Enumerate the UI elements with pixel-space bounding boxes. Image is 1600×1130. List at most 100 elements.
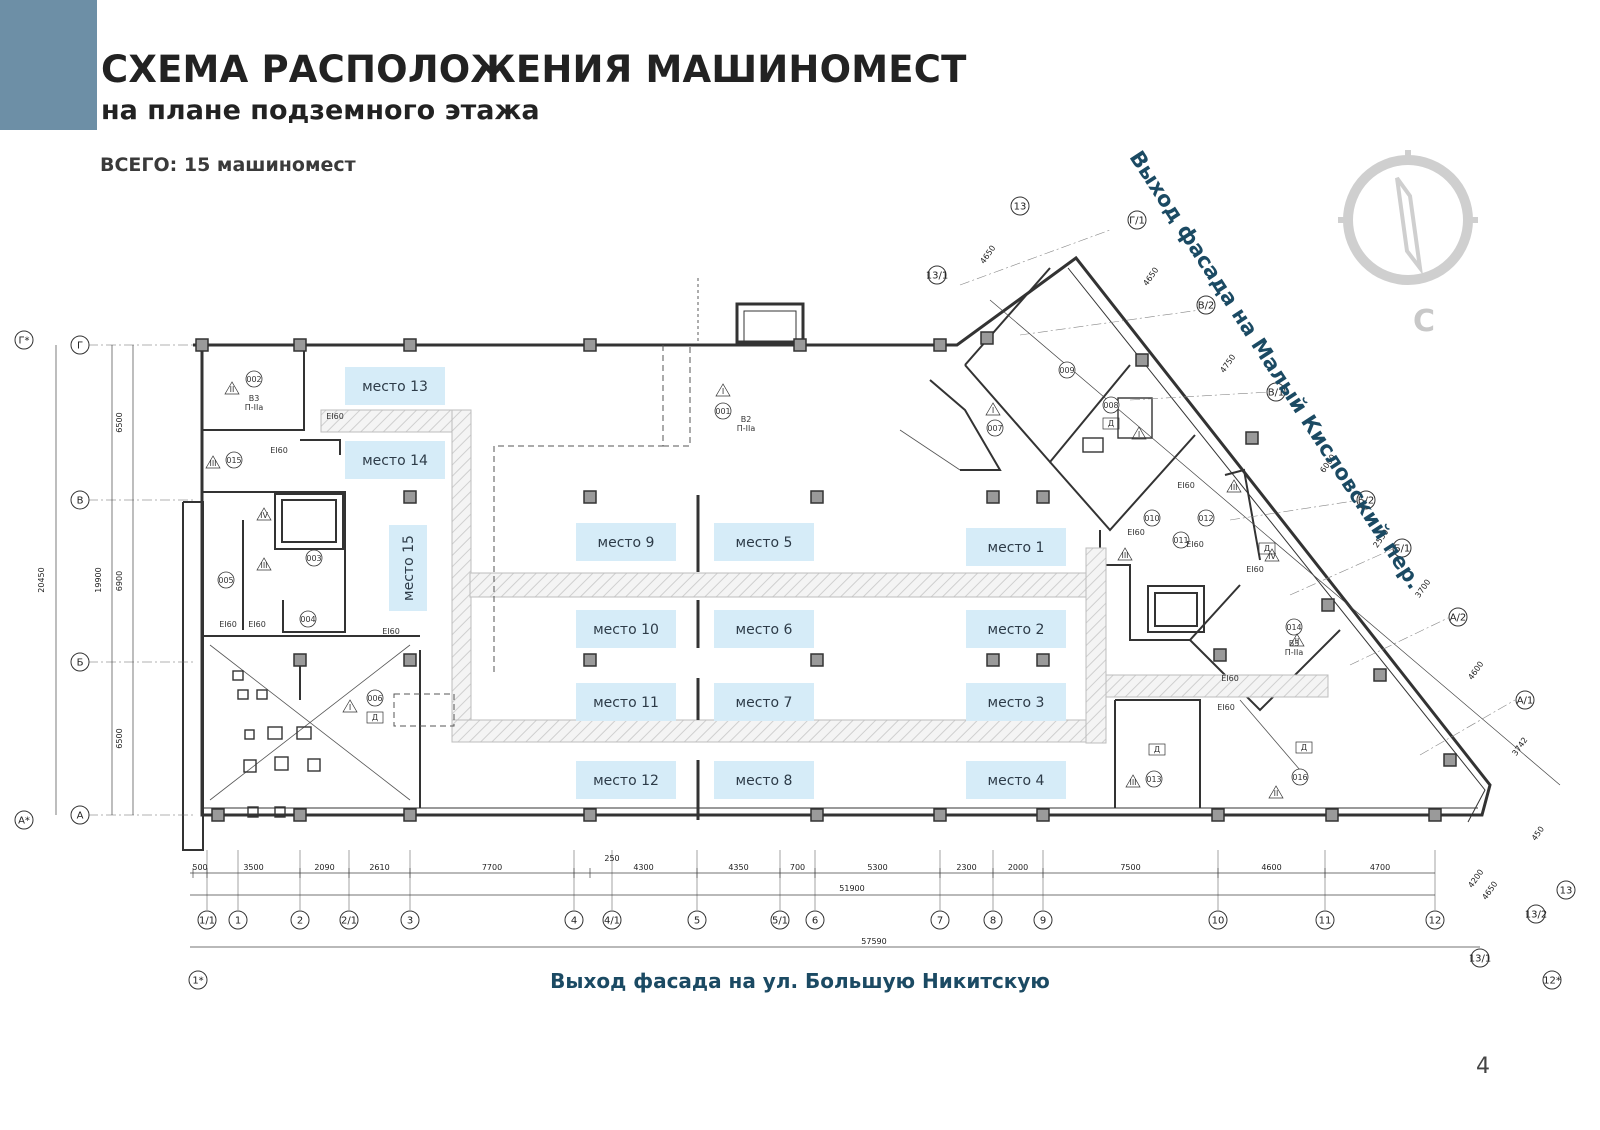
fire-rating-mark: EI60 <box>326 412 344 421</box>
category-d-mark: Д <box>1154 745 1160 754</box>
svg-text:007: 007 <box>987 424 1002 433</box>
category-mark: П-IIа <box>1285 648 1304 657</box>
axis-bubble-А: А <box>70 805 90 825</box>
svg-text:Б: Б <box>77 658 84 669</box>
fire-rating-mark: EI60 <box>1217 703 1235 712</box>
column <box>986 653 1000 667</box>
svg-text:А: А <box>77 811 84 822</box>
column <box>583 808 597 822</box>
svg-text:2610: 2610 <box>369 863 389 872</box>
category-mark: В3 <box>249 394 260 403</box>
column <box>1428 808 1442 822</box>
axis-bubble-5: 5 <box>687 910 707 930</box>
column <box>195 338 209 352</box>
svg-text:003: 003 <box>306 554 321 563</box>
svg-text:9: 9 <box>1040 916 1046 927</box>
parking-spot-7[interactable]: место 12 <box>576 761 676 799</box>
axis-bubble-12: 12 <box>1425 910 1445 930</box>
parking-spot-1[interactable]: место 13 <box>345 367 445 405</box>
column <box>1036 808 1050 822</box>
roman-mark: I <box>1138 430 1140 439</box>
roman-mark: III <box>1230 483 1237 492</box>
room-marks: 0020150050030040060010090080070100110120… <box>205 361 1313 799</box>
roman-mark: I <box>992 406 994 415</box>
column <box>933 338 947 352</box>
parking-spot-15[interactable]: место 4 <box>966 761 1066 799</box>
page-number: 4 <box>1476 1054 1490 1079</box>
svg-text:А*: А* <box>18 816 30 827</box>
column <box>1325 808 1339 822</box>
svg-text:6900: 6900 <box>115 571 124 591</box>
svg-text:3500: 3500 <box>243 863 263 872</box>
parking-spot-6[interactable]: место 11 <box>576 683 676 721</box>
svg-text:4300: 4300 <box>633 863 653 872</box>
svg-text:004: 004 <box>300 615 315 624</box>
parking-spot-5[interactable]: место 10 <box>576 610 676 648</box>
column <box>793 338 807 352</box>
roman-mark: II <box>1274 789 1279 798</box>
parking-spot-label: место 9 <box>598 535 655 551</box>
svg-text:8: 8 <box>990 916 996 927</box>
roman-mark: IV <box>260 511 268 520</box>
axis-bubble-6: 6 <box>805 910 825 930</box>
parking-spot-13[interactable]: место 2 <box>966 610 1066 648</box>
axis-bubble-top-5: Б/2 <box>1356 490 1376 510</box>
axis-bubble-5/1: 5/1 <box>770 910 790 930</box>
room-006: 006 <box>366 689 384 707</box>
parking-spot-label: место 10 <box>593 622 659 638</box>
svg-text:12*: 12* <box>1543 976 1561 987</box>
parking-spot-12[interactable]: место 1 <box>966 528 1066 566</box>
category-mark: В3 <box>1289 639 1300 648</box>
fire-rating-mark: EI60 <box>248 620 266 629</box>
room-012: 012 <box>1197 509 1215 527</box>
parking-spot-label: место 15 <box>401 535 417 601</box>
building-outline <box>182 255 1492 851</box>
roman-mark: III <box>209 459 216 468</box>
parking-spot-11[interactable]: место 8 <box>714 761 814 799</box>
svg-text:450: 450 <box>1530 825 1546 843</box>
svg-text:4700: 4700 <box>1370 863 1390 872</box>
axis-bubble-9: 9 <box>1033 910 1053 930</box>
svg-text:В/1: В/1 <box>1268 388 1285 399</box>
svg-text:6: 6 <box>812 916 818 927</box>
roman-mark: I <box>349 703 351 712</box>
column <box>1321 598 1335 612</box>
parking-spot-3[interactable]: место 15 <box>389 525 427 611</box>
svg-text:5: 5 <box>694 916 700 927</box>
roman-mark: I <box>722 387 724 396</box>
column <box>933 808 947 822</box>
column <box>810 490 824 504</box>
column <box>1036 653 1050 667</box>
category-mark: П-IIа <box>737 424 756 433</box>
svg-text:19900: 19900 <box>94 567 103 592</box>
accent-block <box>0 0 97 130</box>
page-subtitle: на плане подземного этажа <box>101 95 540 126</box>
parking-spot-2[interactable]: место 14 <box>345 441 445 479</box>
svg-text:13: 13 <box>1560 886 1573 897</box>
svg-text:6500: 6500 <box>115 728 124 748</box>
axis-bubble-outer-bottom: А* <box>14 810 34 830</box>
parking-spot-8[interactable]: место 5 <box>714 523 814 561</box>
svg-text:250: 250 <box>604 854 619 863</box>
room-005: 005 <box>217 571 235 589</box>
parking-spot-14[interactable]: место 3 <box>966 683 1066 721</box>
axis-bubble-top-4: В/1 <box>1266 382 1286 402</box>
axis-bubble-13: 13 <box>1556 880 1576 900</box>
parking-spot-label: место 3 <box>988 695 1045 711</box>
roman-mark: II <box>1295 637 1300 646</box>
column <box>293 338 307 352</box>
parking-spot-label: место 6 <box>736 622 793 638</box>
parking-spot-4[interactable]: место 9 <box>576 523 676 561</box>
parking-spot-9[interactable]: место 6 <box>714 610 814 648</box>
parking-spot-10[interactable]: место 7 <box>714 683 814 721</box>
column <box>810 653 824 667</box>
axis-bubble-8: 8 <box>983 910 1003 930</box>
compass-icon: С <box>1338 150 1478 339</box>
axis-bubble-4/1: 4/1 <box>602 910 622 930</box>
room-001: 001 <box>714 402 732 420</box>
axis-bubble-13/2: 13/2 <box>1525 904 1547 924</box>
category-d-mark: Д <box>1264 544 1270 553</box>
svg-text:Г/1: Г/1 <box>1129 216 1145 227</box>
category-d-mark: Д <box>1301 743 1307 752</box>
svg-text:2/1: 2/1 <box>341 916 357 927</box>
